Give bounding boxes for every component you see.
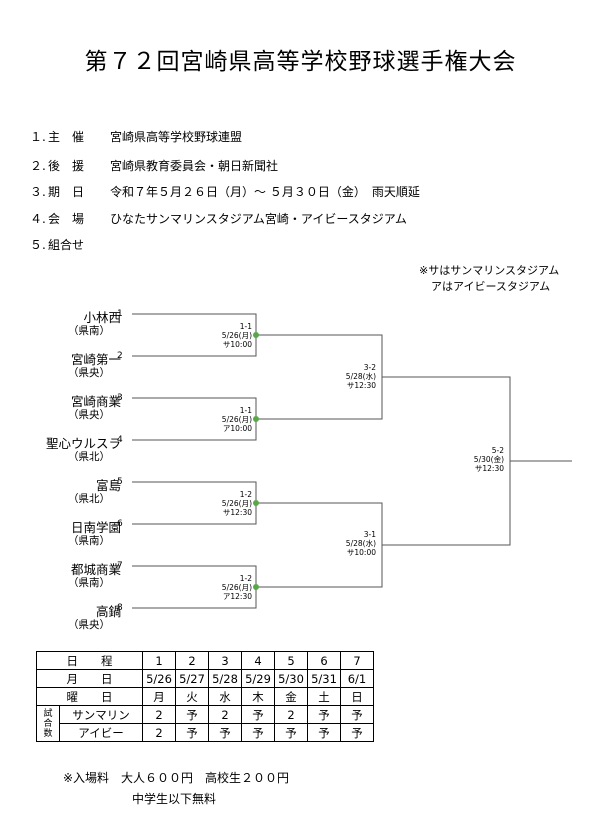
team-region: （県央） <box>68 409 110 421</box>
info-support: ２.後 援宮崎県教育委員会・朝日新聞社 <box>30 159 279 173</box>
table-cell: 日 程 <box>36 651 143 670</box>
table-cell: 予 <box>241 723 275 742</box>
match-dot-1 <box>253 332 259 338</box>
team-name: 日南学園 <box>70 520 121 535</box>
table-cell: 予 <box>208 723 242 742</box>
table-cell: 予 <box>274 723 308 742</box>
schedule-row-sunmarine: 試合数 サンマリン 2 予 2 予 2 予 予 <box>36 705 374 742</box>
table-cell: 金 <box>274 687 308 706</box>
table-cell: 土 <box>307 687 341 706</box>
team-name: 都城商業 <box>70 562 121 577</box>
team-number: 1 <box>117 309 123 319</box>
venue-note-2: アはアイビースタジアム <box>431 280 551 293</box>
team-number: 8 <box>117 603 123 613</box>
table-cell: 7 <box>340 651 374 670</box>
team-region: （県南） <box>68 577 110 589</box>
team-name: 高鍋 <box>95 604 121 619</box>
table-cell: サンマリン <box>59 705 143 724</box>
table-cell: 予 <box>307 723 341 742</box>
table-cell: 予 <box>307 705 341 724</box>
team-number: 4 <box>117 435 123 445</box>
team-name: 聖心ウルスラ <box>45 436 121 451</box>
info-dates: ３.期 日令和７年５月２６日（月）～ ５月３０日（金） 雨天順延 <box>30 185 420 199</box>
team-number: 7 <box>117 561 123 571</box>
info-venue: ４.会 場ひなたサンマリンスタジアム宮崎・アイビースタジアム <box>30 212 407 226</box>
admission-free-note: 中学生以下無料 <box>132 792 217 806</box>
team-region: （県南） <box>68 535 110 547</box>
schedule-row-weekday: 曜 日 月 火 水 木 金 土 日 <box>36 687 374 706</box>
table-cell: 6 <box>307 651 341 670</box>
team-region: （県央） <box>68 367 110 379</box>
table-cell: 5/31 <box>307 669 341 688</box>
team-number: 2 <box>117 351 123 361</box>
table-cell: 2 <box>175 651 209 670</box>
page-title: 第７２回宮崎県高等学校野球選手権大会 <box>84 49 517 75</box>
table-cell: 5/30 <box>274 669 308 688</box>
table-side-label: 試合数 <box>36 705 60 742</box>
table-cell: 5/27 <box>175 669 209 688</box>
team-name: 小林西 <box>83 310 121 325</box>
schedule-row-ivy: アイビー 2 予 予 予 予 予 予 <box>37 723 374 742</box>
team-region: （県央） <box>68 619 110 631</box>
team-region: （県北） <box>68 451 110 463</box>
table-cell: 2 <box>274 705 308 724</box>
table-cell: 月 <box>142 687 176 706</box>
table-cell: 予 <box>175 723 209 742</box>
table-cell: 2 <box>208 705 242 724</box>
table-cell: 6/1 <box>340 669 374 688</box>
table-cell: アイビー <box>59 723 143 742</box>
team-number: 5 <box>117 477 123 487</box>
table-cell: 木 <box>241 687 275 706</box>
team-name: 富島 <box>95 478 121 493</box>
info-organizer: １.主 催宮崎県高等学校野球連盟 <box>30 130 243 144</box>
table-cell: 日 <box>340 687 374 706</box>
table-cell: 予 <box>340 705 374 724</box>
table-cell: 2 <box>142 723 176 742</box>
admission-fee: ※入場料 大人６００円 高校生２００円 <box>63 771 290 785</box>
schedule-table: 日 程 1 2 3 4 5 6 7 月 日 5/26 5/27 5/28 5/2… <box>36 651 374 742</box>
team-name: 宮崎商業 <box>70 394 121 409</box>
table-cell: 4 <box>241 651 275 670</box>
table-cell: 5/28 <box>208 669 242 688</box>
table-cell: 水 <box>208 687 242 706</box>
match-dot-4 <box>253 584 259 590</box>
table-cell: 予 <box>340 723 374 742</box>
table-cell: 曜 日 <box>36 687 143 706</box>
table-cell: 5/29 <box>241 669 275 688</box>
team-number: 6 <box>117 519 123 529</box>
table-cell: 5/26 <box>142 669 176 688</box>
table-cell: 月 日 <box>36 669 143 688</box>
team-number: 3 <box>117 393 123 403</box>
team-region: （県北） <box>68 493 110 505</box>
table-cell: 予 <box>241 705 275 724</box>
match-dot-3 <box>253 500 259 506</box>
table-cell: 予 <box>175 705 209 724</box>
team-name: 宮崎第一 <box>70 352 121 367</box>
venue-note-1: ※サはサンマリンスタジアム <box>419 264 560 277</box>
match-dot-2 <box>253 416 259 422</box>
table-cell: 2 <box>142 705 176 724</box>
table-cell: 火 <box>175 687 209 706</box>
table-cell: 1 <box>142 651 176 670</box>
schedule-row-dates: 月 日 5/26 5/27 5/28 5/29 5/30 5/31 6/1 <box>36 669 374 688</box>
table-cell: 5 <box>274 651 308 670</box>
schedule-row-days: 日 程 1 2 3 4 5 6 7 <box>36 651 374 670</box>
info-bracket-heading: ５.組合せ <box>30 238 85 252</box>
team-region: （県南） <box>68 325 110 337</box>
table-cell: 3 <box>208 651 242 670</box>
